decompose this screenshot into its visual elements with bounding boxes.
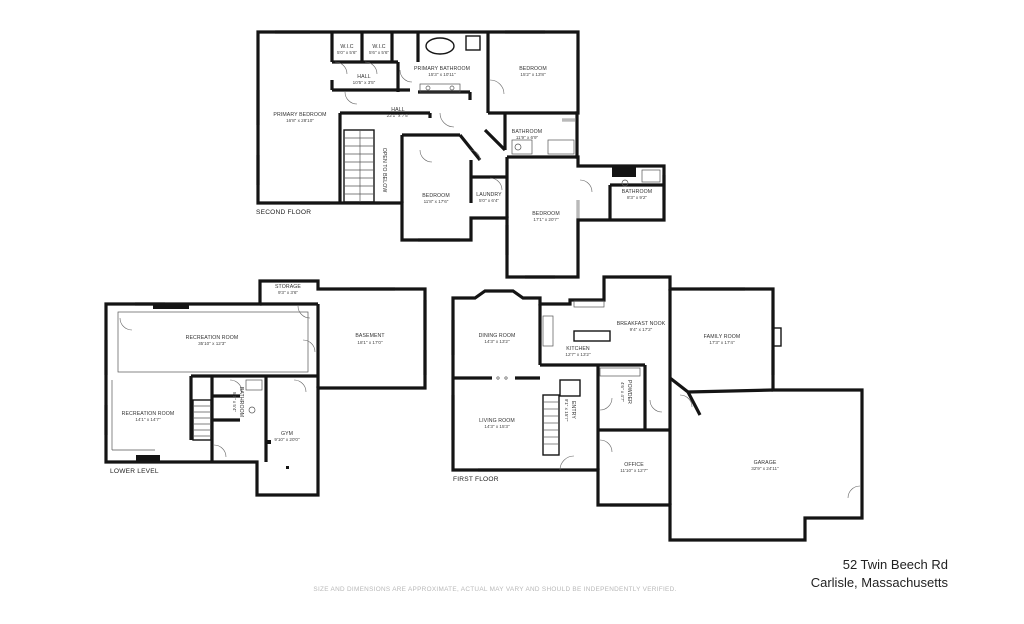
room-label: BATHROOM [512,129,542,135]
floor-title-first: FIRST FLOOR [453,476,499,483]
lower-level-stairs [192,399,212,441]
room-dimension: 17'1" x 20'7" [533,217,559,222]
room-label: BATHROOM [622,189,652,195]
first-floor-doors [559,394,861,499]
room-dimension: 35'10" x 12'3" [198,341,226,346]
room-dimension: 5'6" x 5'6" [369,50,389,55]
room-dimension: 8'3" x 9'2" [627,195,647,200]
room-dimension: 9'4" x 17'2" [630,327,653,332]
room-dimension: 11'10" x 12'7" [620,468,648,473]
room-label: FAMILY ROOM [704,334,741,340]
address-city: Carlisle, Massachusetts [810,575,948,590]
room-dimension: 14'3" x 15'3" [484,424,510,429]
room-label: BEDROOM [532,211,560,217]
room-label: STORAGE [275,284,301,290]
lower-level-plan: STORAGE 9'3" x 3'6" RECREATION ROOM 35'1… [104,279,427,497]
room-dimension: 11'8" x 17'6" [424,199,449,204]
room-dimension: 4'6" x 4'7" [620,382,625,402]
bathroom-fixtures [511,139,661,187]
room-label: W.I.C [372,44,385,50]
first-floor-labels: DINING ROOM 14'3" x 13'2" BREAKFAST NOOK… [453,321,779,483]
room-label: OFFICE [624,462,644,468]
room-dimension: 10'5" x 3'5" [353,80,376,85]
address-street: 52 Twin Beech Rd [842,557,948,572]
second-floor-labels: W.I.C 5'0" x 5'6" W.I.C 5'6" x 5'6" HALL… [256,44,652,222]
room-label: GYM [281,431,293,437]
room-label: LAUNDRY [476,192,502,198]
disclaimer-text: SIZE AND DIMENSIONS ARE APPROXIMATE, ACT… [313,586,677,593]
room-label: RECREATION ROOM [122,411,175,417]
first-floor-plan: DINING ROOM 14'3" x 13'2" BREAKFAST NOOK… [451,275,864,542]
room-dimension: 9'1" x 15'7" [564,399,569,422]
room-label: POWDER [626,380,632,404]
room-label: LIVING ROOM [479,418,515,424]
room-label: RECREATION ROOM [186,335,239,341]
lower-level-doors [119,305,316,458]
second-floor-plan: W.I.C 5'0" x 5'6" W.I.C 5'6" x 5'6" HALL… [256,30,666,279]
lower-level-fixtures [111,304,309,469]
room-dimension: 32'9" x 24'11" [751,466,779,471]
primary-bathroom-fixtures [419,35,481,93]
room-label: PRIMARY BATHROOM [414,66,470,72]
room-label: HALL [391,107,404,113]
room-dimension: 9'10" x 20'0" [274,437,300,442]
lower-level-interior-walls [189,302,320,462]
floor-title-lower: LOWER LEVEL [110,468,159,475]
room-label: ENTRY [570,401,576,419]
room-dimension: 9'3" x 3'6" [278,290,298,295]
first-floor-interior-walls [453,289,774,505]
room-label: GARAGE [754,460,777,466]
room-dimension: 15'3" x 10'11" [428,72,456,77]
lower-level-labels: STORAGE 9'3" x 3'6" RECREATION ROOM 35'1… [110,284,385,475]
room-label: HALL [357,74,370,80]
room-dimension: 8'1" x 5'4" [232,392,237,412]
room-dimension: 5'0" x 6'4" [479,198,499,203]
room-dimension: 22'1" x 7'5" [387,113,410,118]
room-label: W.I.C [340,44,353,50]
room-dimension: 18'1" x 17'0" [357,340,383,345]
room-dimension: 16'8" x 28'10" [286,118,314,123]
room-label: BATHROOM [238,387,244,417]
room-label: DINING ROOM [479,333,516,339]
room-label: KITCHEN [566,346,590,352]
room-label: PRIMARY BEDROOM [273,112,326,118]
room-dimension: 14'1" x 14'7" [135,417,161,422]
room-dimension: 17'3" x 17'4" [709,340,735,345]
kitchen-fixtures [496,300,782,380]
second-floor-doors [334,61,593,193]
room-label: BREAKFAST NOOK [617,321,666,327]
room-dimension: 12'7" x 13'2" [565,352,591,357]
first-floor-stairs [542,379,581,456]
room-label: BEDROOM [422,193,450,199]
room-dimension: 5'0" x 5'6" [337,50,357,55]
lower-level-outline [104,279,427,497]
room-label: BASEMENT [355,333,385,339]
room-dimension: 15'2" x 13'8" [520,72,546,77]
second-floor-stairs [343,129,375,203]
first-floor-outline [451,275,864,542]
room-label: OPEN TO BELOW [381,148,387,193]
room-dimension: 11'9" x 6'9" [516,135,539,140]
room-dimension: 14'3" x 13'2" [484,339,510,344]
room-label: BEDROOM [519,66,547,72]
floor-title-second: SECOND FLOOR [256,209,311,216]
